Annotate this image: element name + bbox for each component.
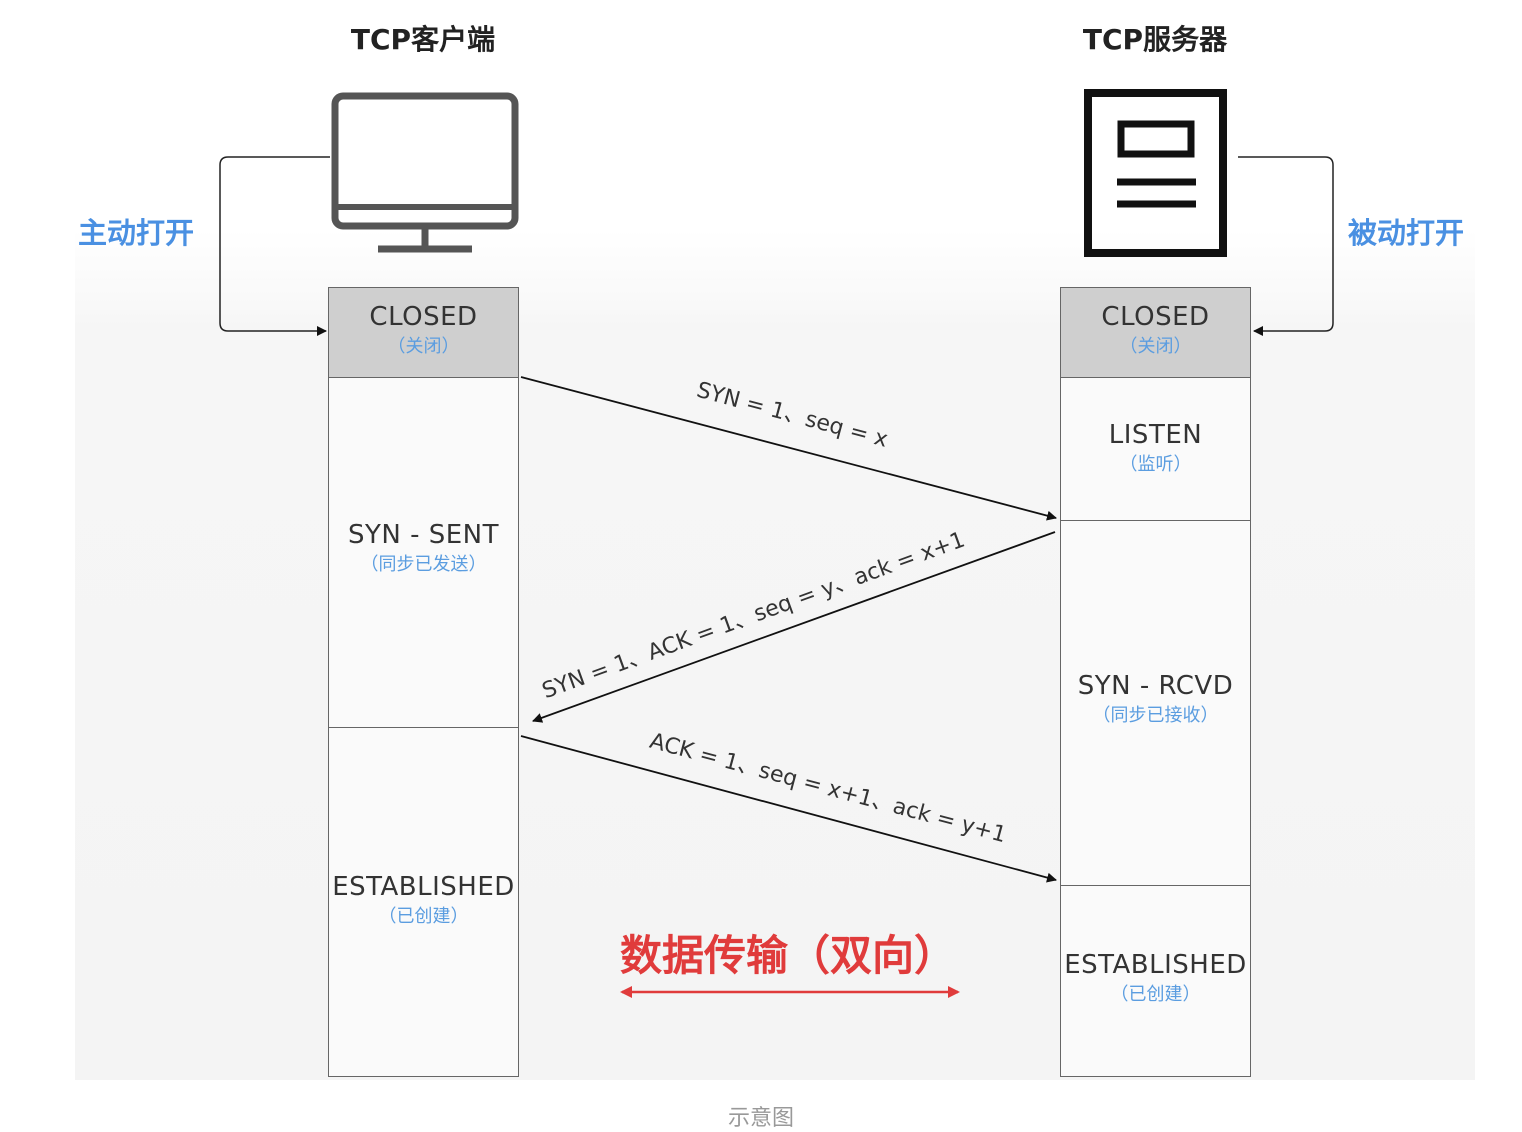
state-desc: （关闭） xyxy=(1119,336,1192,357)
syn-arrow xyxy=(520,376,1057,521)
server-icon xyxy=(1084,89,1227,257)
state-desc: （监听） xyxy=(1119,454,1192,475)
state-name: SYN - RCVD xyxy=(1077,671,1234,701)
active-open-connector xyxy=(219,156,330,336)
client-state-established: ESTABLISHED （已创建） xyxy=(328,727,519,1077)
state-name: CLOSED xyxy=(369,302,478,332)
server-state-closed: CLOSED （关闭） xyxy=(1060,287,1251,379)
client-state-syn-sent: SYN - SENT （同步已发送） xyxy=(328,377,519,729)
server-state-established: ESTABLISHED （已创建） xyxy=(1060,885,1251,1077)
state-desc: （已创建） xyxy=(1110,984,1201,1005)
passive-open-label: 被动打开 xyxy=(1348,216,1465,250)
state-name: CLOSED xyxy=(1101,302,1210,332)
client-title: TCP客户端 xyxy=(350,23,496,56)
server-title: TCP服务器 xyxy=(1082,23,1228,56)
passive-open-connector xyxy=(1238,156,1334,336)
server-state-listen: LISTEN （监听） xyxy=(1060,377,1251,522)
state-name: ESTABLISHED xyxy=(332,872,515,902)
state-desc: （关闭） xyxy=(387,336,460,357)
active-open-label: 主动打开 xyxy=(78,216,195,250)
state-desc: （同步已发送） xyxy=(360,554,487,575)
figure-caption: 示意图 xyxy=(727,1106,794,1131)
state-desc: （同步已接收） xyxy=(1092,705,1219,726)
data-transfer-label: 数据传输（双向） xyxy=(620,931,957,980)
state-name: ESTABLISHED xyxy=(1064,950,1247,980)
monitor-icon xyxy=(331,92,519,253)
syn-ack-arrow xyxy=(532,531,1056,723)
state-name: SYN - SENT xyxy=(347,520,499,550)
server-state-syn-rcvd: SYN - RCVD （同步已接收） xyxy=(1060,520,1251,887)
client-state-closed: CLOSED （关闭） xyxy=(328,287,519,379)
state-desc: （已创建） xyxy=(378,906,469,927)
ack-arrow xyxy=(520,735,1057,883)
state-name: LISTEN xyxy=(1108,420,1203,450)
